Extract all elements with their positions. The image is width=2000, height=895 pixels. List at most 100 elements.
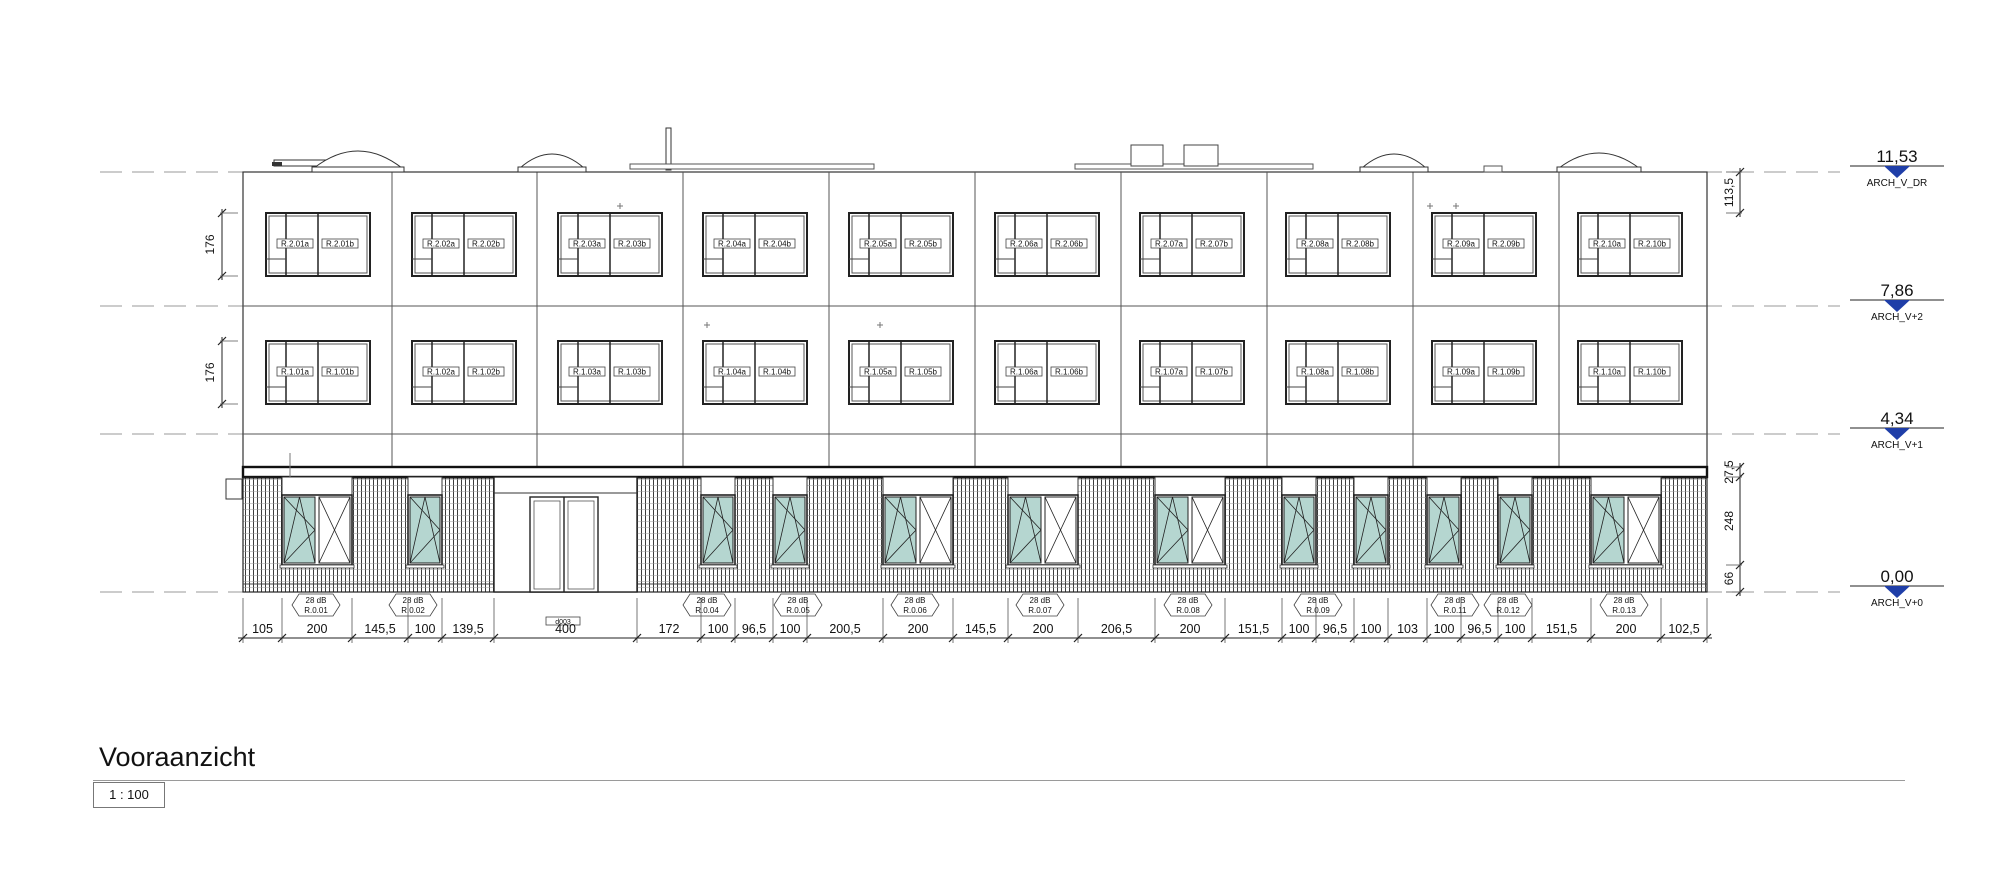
- canopy: [241, 465, 1709, 479]
- room-label: R.1.08a: [1301, 368, 1330, 377]
- room-label-box: [758, 238, 796, 249]
- room-label: R.1.10a: [1593, 368, 1622, 377]
- dimension-tick: [730, 633, 740, 643]
- dimension-value: 100: [780, 622, 801, 636]
- dimension-tick: [1422, 633, 1432, 643]
- dimension-value: 172: [659, 622, 680, 636]
- dimension-value: 200: [1616, 622, 1637, 636]
- rooflight-upstand: [1359, 166, 1429, 173]
- room-label-box: [321, 366, 359, 377]
- room-label-box: [1341, 238, 1379, 249]
- level-triangle: [1884, 300, 1910, 312]
- window-tag-rating: 28 dB: [1178, 596, 1199, 605]
- room-label-box: [859, 238, 897, 249]
- opening-symbol: [1428, 496, 1460, 564]
- opening-symbol: [774, 496, 806, 564]
- opening-symbol: [1499, 496, 1531, 564]
- dimension-tick: [1383, 633, 1393, 643]
- dimension-tick: [347, 633, 357, 643]
- room-label: R.1.05a: [864, 368, 893, 377]
- window-tag-rating: 28 dB: [306, 596, 327, 605]
- level-value: 4,34: [1880, 409, 1913, 428]
- dimension-value: 200: [1180, 622, 1201, 636]
- roof-trim-end: [272, 162, 282, 166]
- roof-unit: [1183, 144, 1219, 167]
- room-label-box: [1195, 238, 1233, 249]
- window-fanlight: [1497, 476, 1533, 496]
- room-label-box: [1588, 366, 1626, 377]
- dimension-tick: [1493, 633, 1503, 643]
- window-tag-rating: 28 dB: [1498, 596, 1519, 605]
- window-fanlight: [1426, 476, 1462, 496]
- dimension-value: 100: [708, 622, 729, 636]
- dimension-value: 100: [1505, 622, 1526, 636]
- window-fanlight: [1353, 476, 1389, 496]
- room-label: R.1.03b: [618, 368, 647, 377]
- room-label: R.2.03a: [573, 240, 602, 249]
- room-label-box: [1296, 238, 1334, 249]
- room-label-box: [276, 238, 314, 249]
- room-label-box: [1633, 366, 1671, 377]
- opening-symbol: [702, 496, 734, 564]
- room-label-box: [276, 366, 314, 377]
- dimension-value: 400: [555, 622, 576, 636]
- room-label-box: [1150, 366, 1188, 377]
- window-sill: [1588, 564, 1664, 569]
- opening-symbol: [1044, 496, 1077, 564]
- room-label-box: [904, 366, 942, 377]
- dimension-tick: [1586, 633, 1596, 643]
- window-tag-rating: 28 dB: [1030, 596, 1051, 605]
- room-label: R.2.01a: [281, 240, 310, 249]
- view-scale: 1 : 100: [93, 782, 165, 808]
- room-label: R.2.08a: [1301, 240, 1330, 249]
- room-label-box: [713, 366, 751, 377]
- dimension-ground-height: 248: [1722, 511, 1736, 531]
- window-tag-id: R.0.01: [304, 606, 328, 615]
- room-label-box: [859, 366, 897, 377]
- room-label-box: [568, 238, 606, 249]
- room-label: R.1.09a: [1447, 368, 1476, 377]
- window-sill: [1424, 564, 1464, 569]
- level-markers: 11,53ARCH_V_DR7,86ARCH_V+24,34ARCH_V+10,…: [1850, 147, 1944, 609]
- window-tag-rating: 28 dB: [403, 596, 424, 605]
- room-label-box: [467, 366, 505, 377]
- room-label: R.2.02b: [472, 240, 501, 249]
- room-label: R.2.06b: [1055, 240, 1084, 249]
- dimension-tick: [1220, 633, 1230, 643]
- dimension-value: 103: [1397, 622, 1418, 636]
- room-label-box: [1005, 238, 1043, 249]
- dimension-tick: [1349, 633, 1359, 643]
- dimension-tick: [768, 633, 778, 643]
- dimension-value: 96,5: [1323, 622, 1347, 636]
- room-label-box: [1195, 366, 1233, 377]
- window-tag-shape: [1015, 593, 1065, 617]
- window-fanlight: [700, 476, 736, 496]
- window-tag-shape: [1599, 593, 1649, 617]
- glass-pane: [1009, 496, 1042, 564]
- dimension-value: 200: [307, 622, 328, 636]
- room-label: R.2.07b: [1200, 240, 1229, 249]
- brick-wall: [242, 477, 1708, 593]
- window-fanlight: [882, 476, 954, 496]
- window-tag-shape: [682, 593, 732, 617]
- dimension-parapet: 113,5: [1722, 178, 1736, 207]
- opening-symbol: [409, 496, 441, 564]
- level-name: ARCH_V+1: [1871, 440, 1923, 451]
- window-tag-rating: 28 dB: [788, 596, 809, 605]
- level-name: ARCH_V+0: [1871, 598, 1923, 609]
- window-tag-rating: 28 dB: [1614, 596, 1635, 605]
- room-label-box: [1442, 366, 1480, 377]
- reference-mark: [1427, 203, 1433, 209]
- window-fanlight: [1281, 476, 1317, 496]
- window-fanlight: [1007, 476, 1079, 496]
- room-label: R.1.09b: [1492, 368, 1521, 377]
- dimension-value: 206,5: [1101, 622, 1132, 636]
- level-triangle: [1884, 586, 1910, 598]
- dimension-value: 102,5: [1668, 622, 1699, 636]
- dimension-value: 96,5: [742, 622, 766, 636]
- dimension-floor2-height: 176: [203, 234, 217, 254]
- door-leaf: [533, 500, 561, 590]
- rooflight-dome: [312, 150, 404, 169]
- room-label: R.1.05b: [909, 368, 938, 377]
